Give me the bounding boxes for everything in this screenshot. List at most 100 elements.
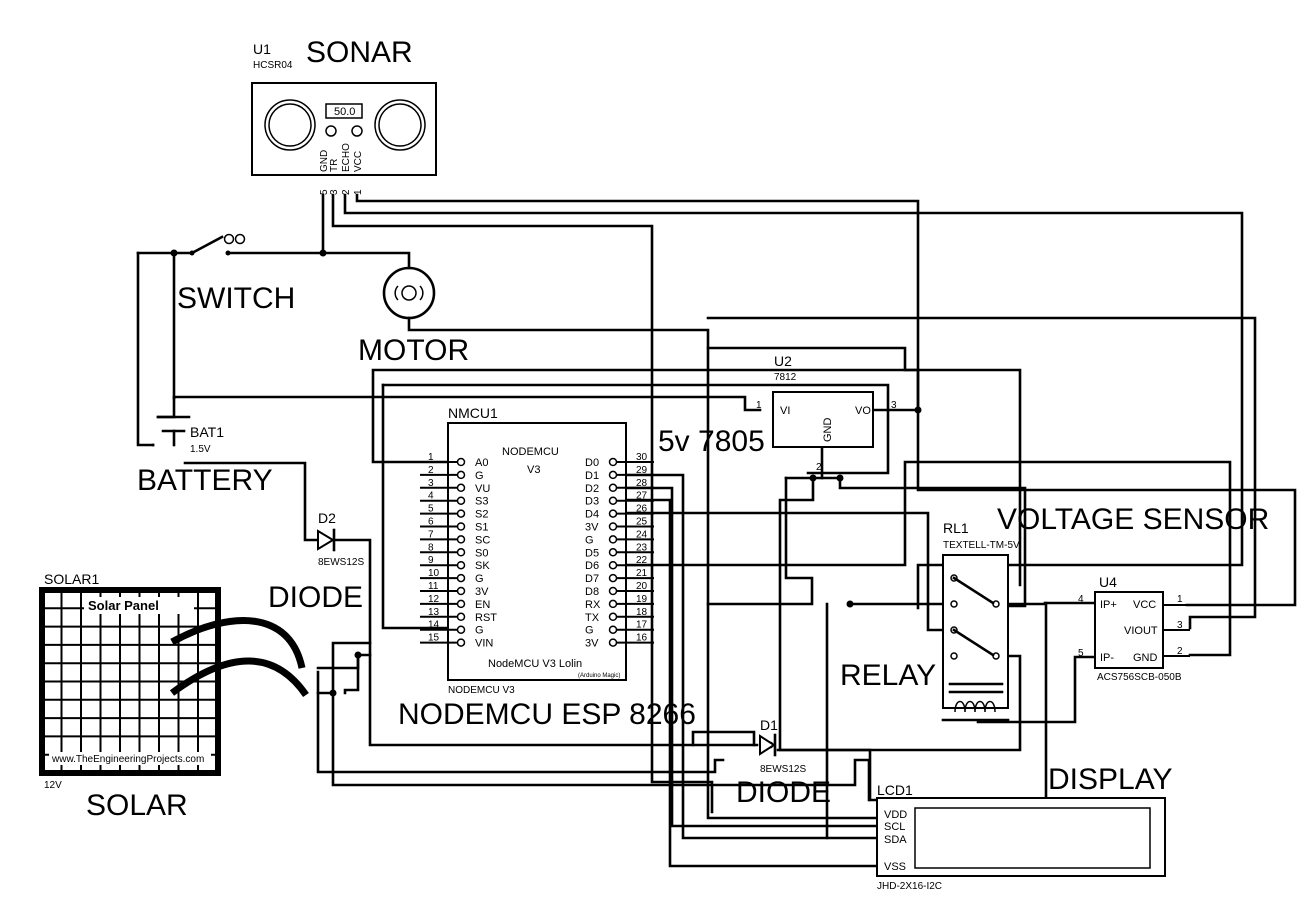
nodemcu-left-pin-name: G	[475, 625, 484, 637]
sonar-pin-tr: TR	[329, 159, 340, 172]
nodemcu-left-pin-name: G	[475, 470, 484, 482]
sonar-pin-vcc: VCC	[353, 151, 364, 172]
u2-gnd: GND	[822, 418, 834, 443]
nmcu1-ref: NMCU1	[448, 405, 498, 421]
nodemcu-right-pin-name: D6	[585, 560, 599, 572]
solar1-value: 12V	[44, 780, 62, 791]
u4-vcc: VCC	[1133, 599, 1156, 611]
nodemcu-right-pin-num: 30	[636, 452, 648, 463]
nodemcu-right-pin-name: D2	[585, 483, 599, 495]
nodemcu-left-pin-num: 6	[428, 517, 434, 528]
relay-rl1: RL1 TEXTELL-TM-5V RELAY	[840, 520, 1020, 722]
u2-ref: U2	[774, 353, 792, 369]
diode-d1: D1 8EWS12S DIODE	[736, 717, 831, 809]
u2-part: 7812	[774, 372, 797, 383]
sonar-pin-num-5: 5	[319, 189, 330, 195]
nodemcu-title1: NODEMCU	[502, 446, 559, 458]
relay-coil-icon	[954, 700, 996, 713]
nodemcu-right-pin-name: D3	[585, 496, 599, 508]
sonar-down-button-icon[interactable]	[325, 125, 337, 137]
nodemcu-left-pin-num: 5	[428, 504, 434, 515]
nodemcu-right-pin: 17 G	[585, 620, 654, 637]
nodemcu-right-pin: 24G	[585, 529, 654, 546]
lcd-pin-vss: VSS	[884, 861, 906, 873]
display-label: DISPLAY	[1048, 763, 1173, 796]
lcd-body	[876, 797, 1166, 877]
nodemcu-right-pin-name: D4	[585, 509, 599, 521]
nodemcu-left-pin-num: 3	[428, 478, 434, 489]
nodemcu-left-pin-num: 1	[428, 452, 434, 463]
nodemcu-right-pin-name: 3V	[585, 522, 599, 534]
nodemcu-right-pin-num: 24	[636, 529, 648, 540]
nodemcu-right-pin-num: 17	[636, 620, 648, 631]
regulator-u2: U2 7812 VI VO GND 1 3 2 5v 7805	[658, 353, 897, 473]
nodemcu-right-pin: 20 D8	[585, 581, 654, 598]
nodemcu-left-pin-num: 15	[428, 633, 440, 644]
diode-d2: D2 8EWS12S DIODE	[268, 510, 364, 614]
sonar-pin-num-2: 2	[341, 189, 352, 195]
switch-open-icon[interactable]	[223, 233, 235, 245]
bat1-ref: BAT1	[190, 424, 224, 440]
current-sensor-u4: U4 IP+ IP- VCC VIOUT GND 4 5 1 3 2 ACS75…	[1078, 574, 1190, 683]
sonar-transducer-right-icon	[374, 99, 426, 151]
nodemcu-left-pin-name: G	[475, 573, 484, 585]
nodemcu-left-pin-name: RST	[475, 612, 497, 624]
u4-ipp: IP+	[1100, 599, 1117, 611]
nodemcu-right-pin-name: D7	[585, 573, 599, 585]
nodemcu-left-pin-num: 8	[428, 542, 434, 553]
u2-pin3: 3	[891, 400, 897, 411]
nodemcu-right-pin-name: D8	[585, 586, 599, 598]
u4-part: ACS756SCB-050B	[1097, 672, 1182, 683]
u4-pin3: 3	[1177, 620, 1183, 631]
battery-label: BATTERY	[137, 464, 273, 497]
lcd-pin-scl: SCL	[884, 821, 905, 833]
rl1-part: TEXTELL-TM-5V	[943, 540, 1020, 551]
nodemcu-title2: V3	[527, 464, 540, 476]
nodemcu-right-pin-num: 25	[636, 517, 648, 528]
sonar-pin-num-3: 3	[329, 189, 340, 195]
nodemcu-label: NODEMCU ESP 8266	[398, 698, 696, 731]
u1-ref: U1	[253, 41, 271, 57]
sonar-module: U1 HCSR04 SONAR 50.0 GND TR ECHO VCC 5 3…	[251, 36, 437, 195]
nodemcu-left-pin: 7 SC	[420, 529, 490, 546]
switch-close-icon[interactable]	[234, 233, 246, 245]
switch[interactable]: SWITCH	[177, 233, 295, 316]
nodemcu-right-pin-name: D0	[585, 457, 599, 469]
d1-ref: D1	[760, 717, 778, 733]
nodemcu-right-pin: 30 D0	[585, 452, 654, 469]
nodemcu-footer: NodeMCU V3 Lolin	[488, 658, 582, 670]
wires	[136, 193, 1297, 868]
nodemcu-right-pin-name: D5	[585, 547, 599, 559]
nodemcu-right-pins: 30D029D128D227D326D4253V24G23D522D621D72…	[585, 452, 654, 650]
u4-body	[1094, 591, 1164, 669]
u2-body	[772, 391, 874, 448]
switch-label: SWITCH	[177, 282, 295, 315]
nodemcu-board: NMCU1 NODEMCU V3 NodeMCU V3 Lolin (Ardui…	[398, 405, 696, 731]
nodemcu-right-pin-name: G	[585, 625, 594, 637]
nodemcu-right-pin-num: 20	[636, 581, 648, 592]
sonar-pin-num-1: 1	[353, 189, 364, 195]
nodemcu-left-pin-name: SC	[475, 534, 490, 546]
u4-pin5: 5	[1078, 648, 1084, 659]
diode-bottom-label: DIODE	[736, 776, 831, 809]
nodemcu-left-pin-num: 7	[428, 529, 434, 540]
sonar-up-button-icon[interactable]	[351, 125, 363, 137]
nodemcu-left-pin-num: 12	[428, 594, 440, 605]
nodemcu-right-pin-num: 28	[636, 478, 648, 489]
solar-panel-title: Solar Panel	[88, 598, 159, 613]
nodemcu-left-pin-name: S0	[475, 547, 488, 559]
d2-part: 8EWS12S	[318, 557, 364, 568]
nodemcu-right-pin-num: 21	[636, 568, 648, 579]
u4-pin4: 4	[1078, 594, 1084, 605]
